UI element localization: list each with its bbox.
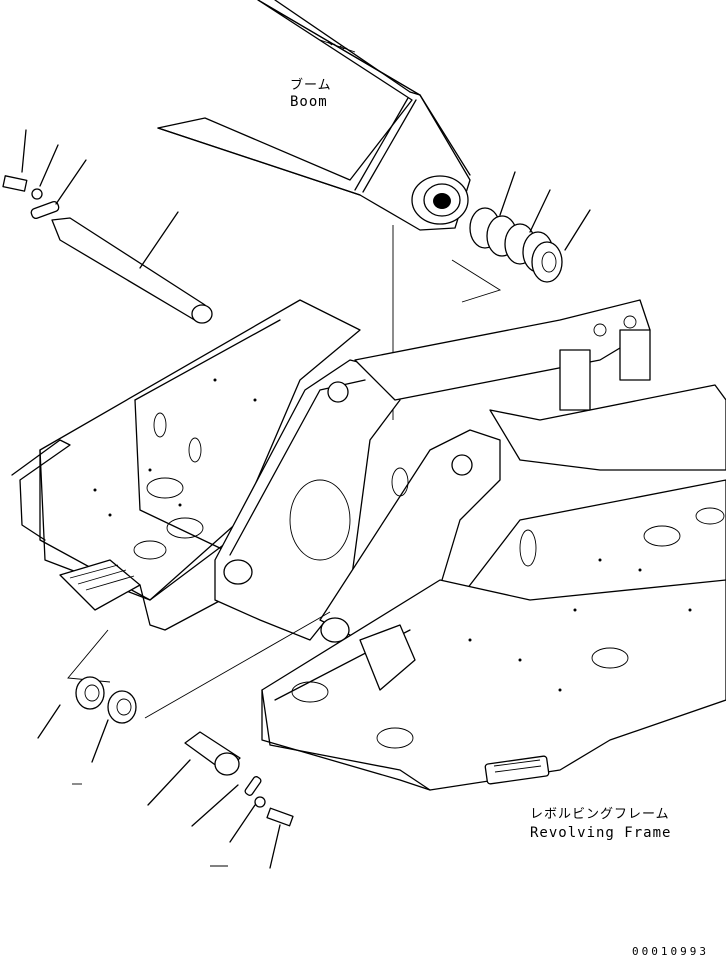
boom-pin-assembly	[2, 129, 213, 324]
boom-label-en: Boom	[290, 94, 328, 110]
drawing-number: 00010993	[632, 945, 709, 958]
revolving-frame-label-en: Revolving Frame	[530, 825, 672, 841]
bottom-pin-assembly	[37, 611, 331, 869]
boom-label-jp: ブーム	[290, 78, 332, 93]
revolving-frame-label-jp: レボルビングフレーム	[530, 807, 670, 822]
boom	[157, 0, 471, 231]
revolving-frame	[11, 299, 726, 791]
shim-stack	[451, 171, 591, 303]
